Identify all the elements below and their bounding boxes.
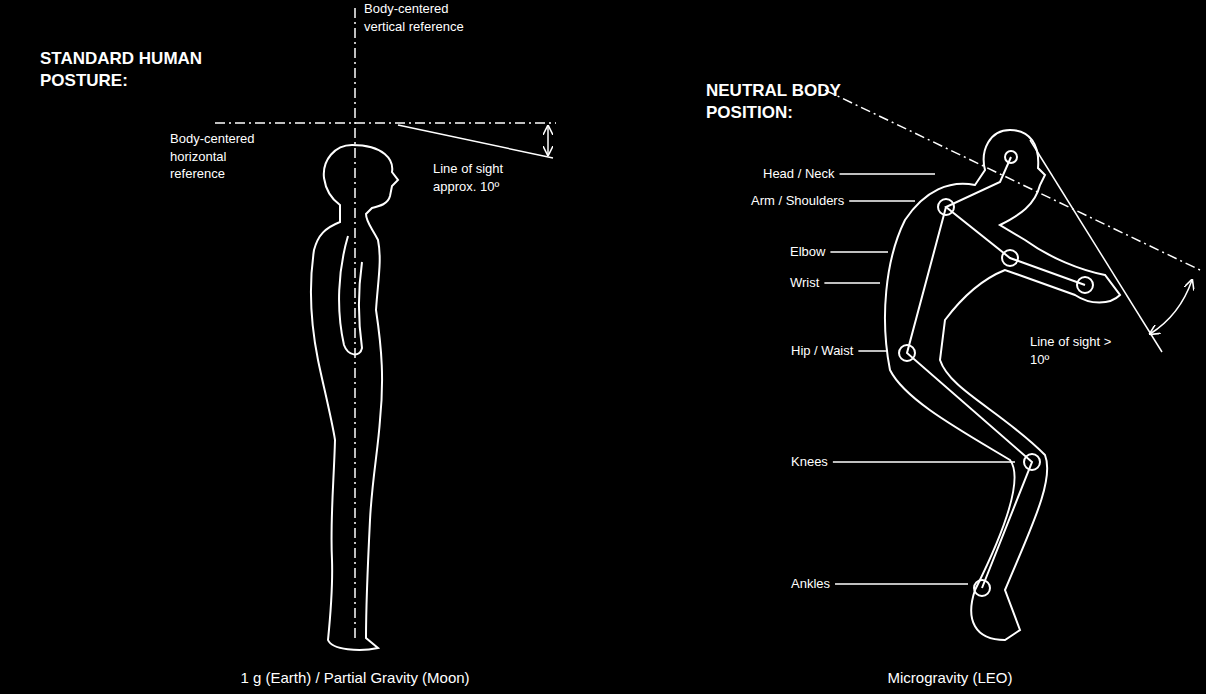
angle-arrow — [547, 126, 549, 155]
standing-arm — [339, 236, 362, 354]
joint-label: Head / Neck — [763, 165, 873, 183]
joint-label: Arm / Shoulders — [751, 192, 881, 210]
reference-label: Body-centered vertical reference — [364, 0, 464, 35]
tilted-reference — [825, 90, 1200, 270]
angle-arc — [1150, 280, 1192, 334]
line-of-sight — [398, 125, 553, 158]
caption: 1 g (Earth) / Partial Gravity (Moon) — [105, 668, 605, 688]
leader-line — [830, 251, 888, 253]
leader-line — [840, 173, 935, 175]
vertical-reference — [354, 8, 356, 642]
leader-line — [824, 282, 880, 284]
caption: Microgravity (LEO) — [700, 668, 1200, 688]
skeleton — [899, 151, 1093, 596]
leader-line — [858, 350, 888, 352]
leader-line — [833, 461, 1015, 463]
joint-label: Knees — [791, 453, 851, 471]
heading: STANDARD HUMAN POSTURE: — [40, 48, 215, 92]
joint-label: Elbow — [790, 243, 850, 261]
heading: NEUTRAL BODY POSITION: — [706, 80, 866, 124]
joint-label: Wrist — [790, 274, 850, 292]
angle-label: Line of sight approx. 10º — [433, 160, 533, 195]
leader-line — [835, 583, 968, 585]
line-of-sight — [1030, 140, 1162, 352]
joint-label: Ankles — [791, 575, 851, 593]
horizontal-reference — [215, 122, 556, 124]
joint-label: Hip / Waist — [791, 342, 881, 360]
leader-line — [849, 200, 915, 202]
reference-label: Body-centered horizontal reference — [170, 130, 270, 183]
neutral-figure — [885, 130, 1120, 640]
angle-label: Line of sight > 10º — [1030, 333, 1130, 368]
